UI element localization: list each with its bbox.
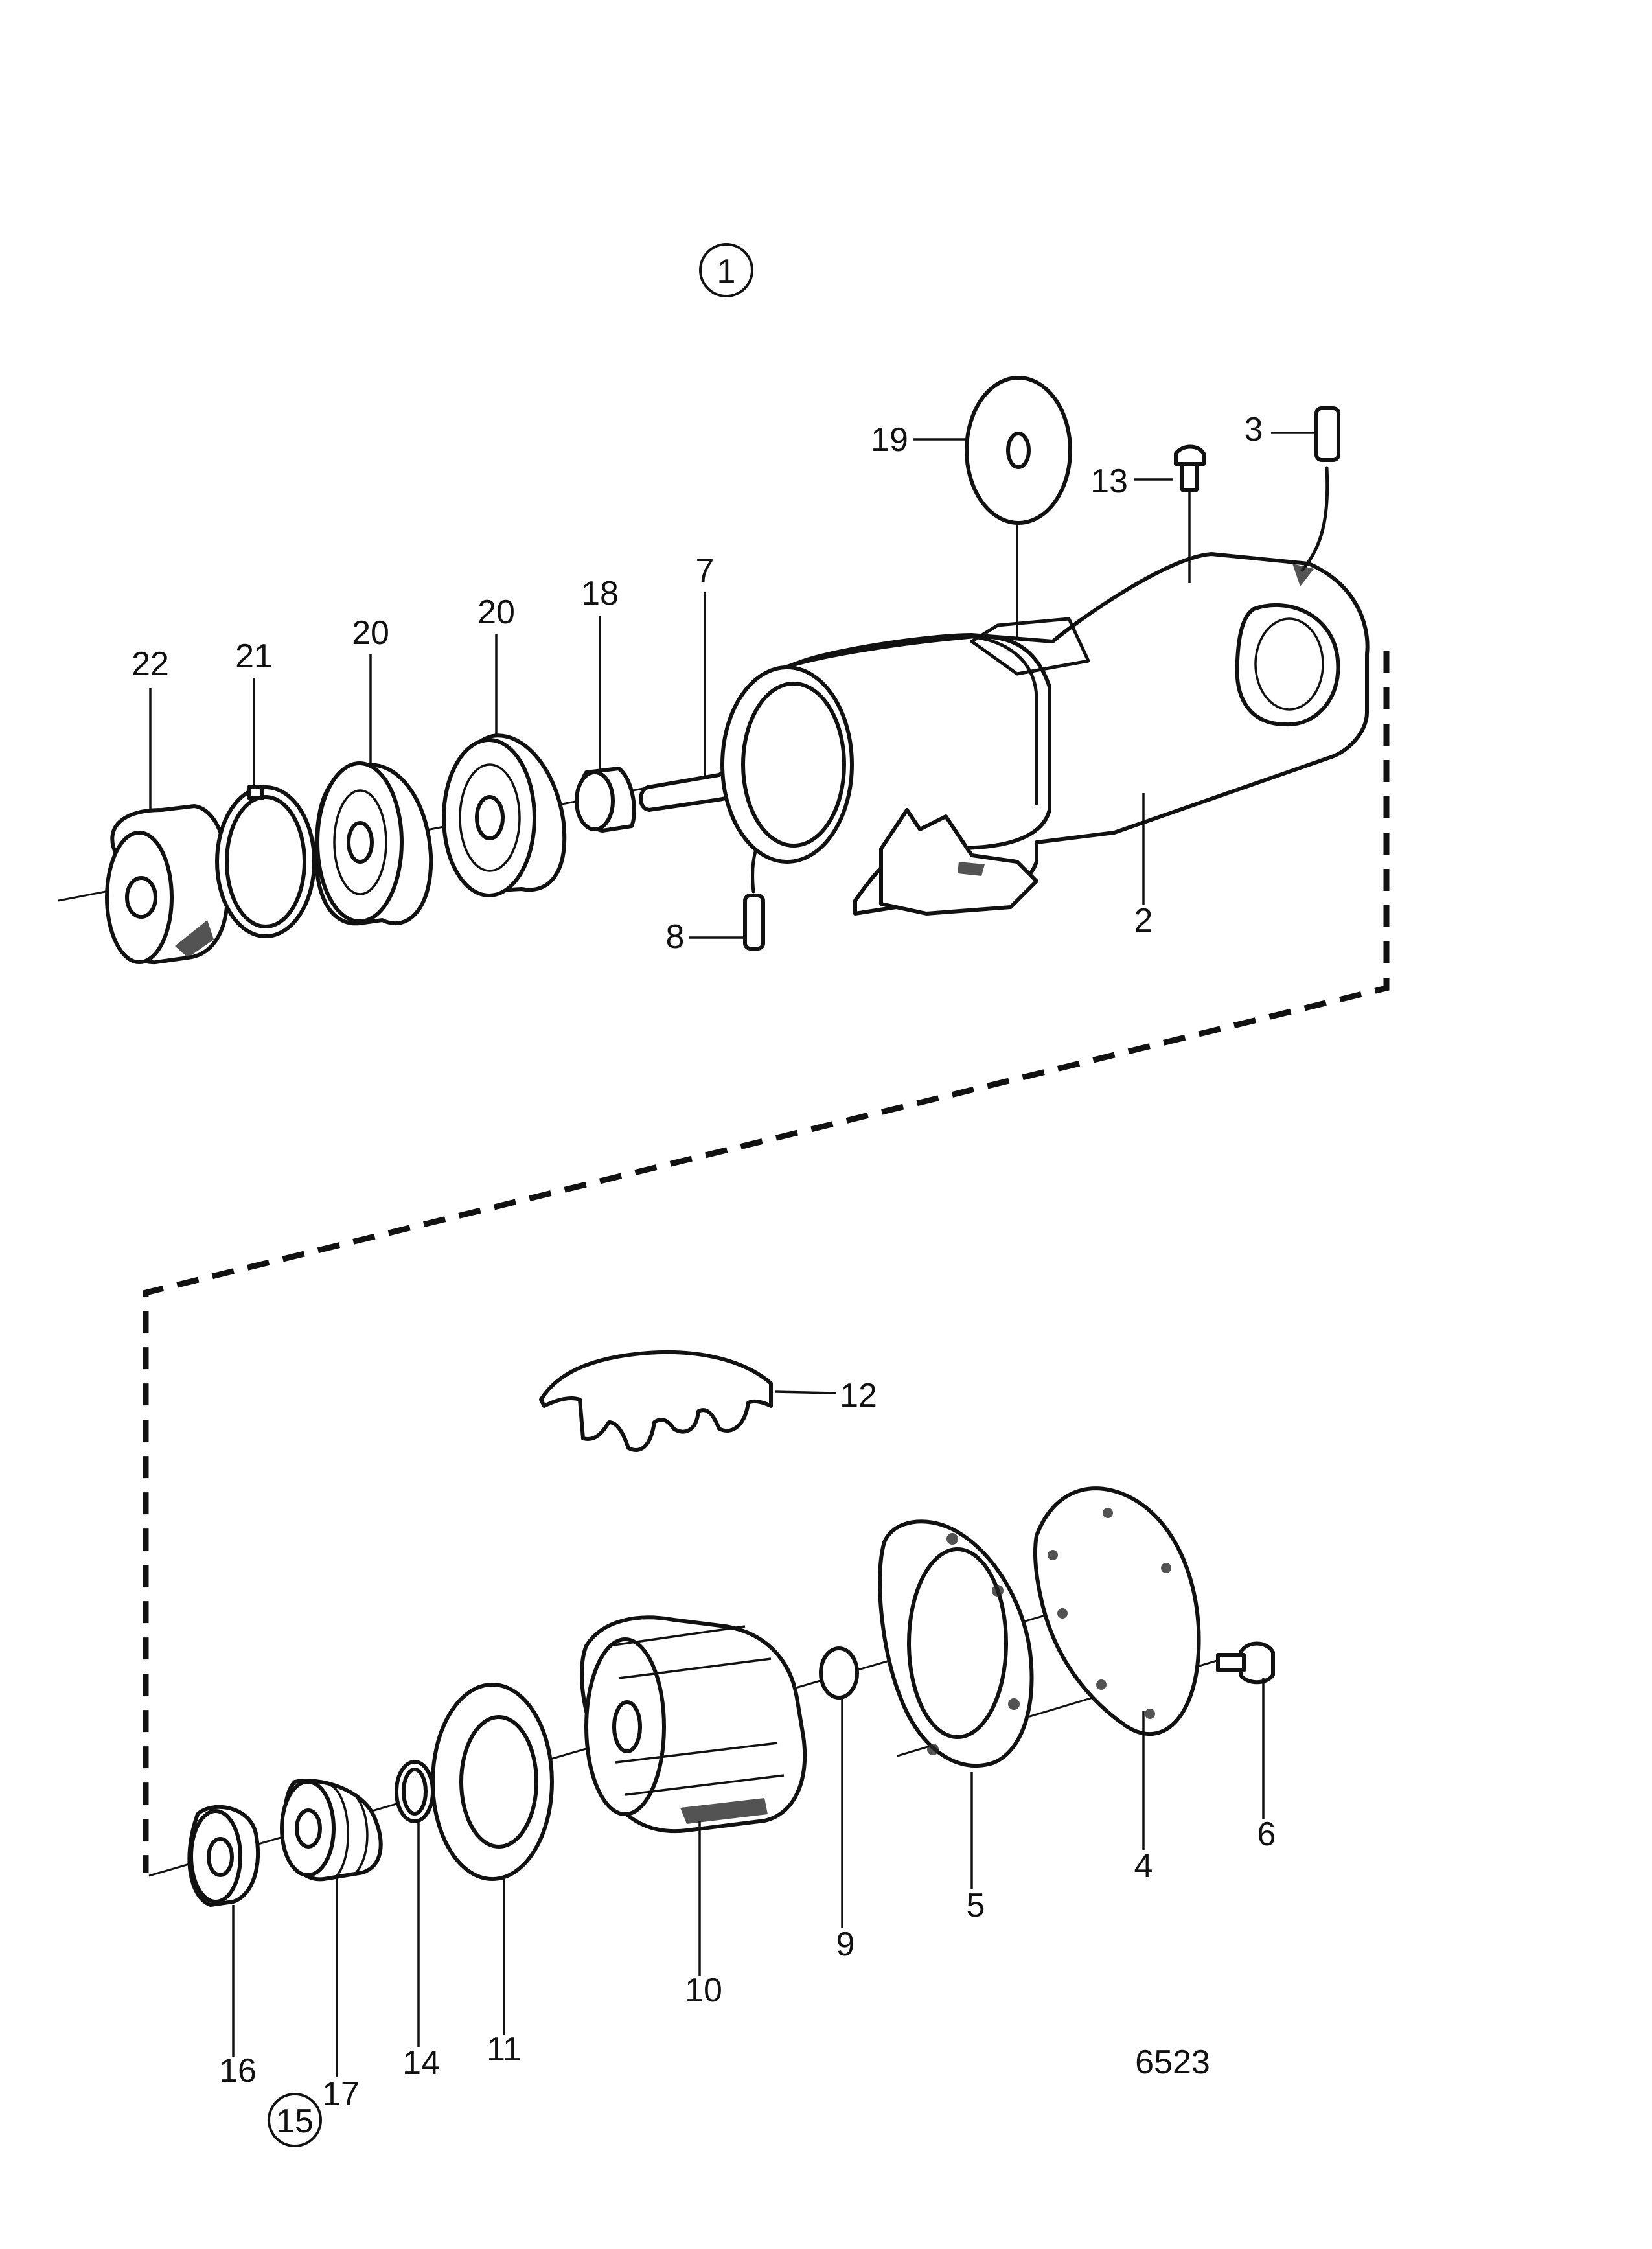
label-8: 8 [666, 918, 685, 956]
part-14-circlip [395, 1760, 435, 1823]
part-5-gasket [878, 1519, 1034, 1768]
label-20a: 20 [352, 614, 389, 652]
label-4: 4 [1134, 1847, 1153, 1885]
part-11-wear-plate [431, 1683, 554, 1881]
label-20b: 20 [477, 594, 515, 631]
label-7: 7 [696, 552, 715, 590]
group-marker-bottom: 15 [268, 2093, 322, 2147]
part-21-circlip [215, 785, 316, 938]
part-4-end-cover [1033, 1486, 1201, 1736]
label-14: 14 [402, 2044, 440, 2082]
part-10-impeller [580, 1615, 807, 1833]
group-marker-top: 1 [699, 243, 753, 297]
part-12-cam [539, 1350, 773, 1453]
group-bottom-label: 15 [276, 2103, 314, 2140]
label-3: 3 [1245, 411, 1263, 448]
label-11: 11 [487, 2031, 522, 2068]
part-2-pump-housing [720, 552, 1370, 916]
drawing-number: 6523 [1135, 2044, 1210, 2081]
label-18: 18 [581, 575, 619, 612]
label-2: 2 [1134, 902, 1153, 940]
label-12: 12 [840, 1377, 877, 1414]
label-5: 5 [967, 1887, 985, 1924]
label-22: 22 [132, 645, 169, 683]
group-top-label: 1 [717, 253, 736, 290]
part-13-screw [1174, 444, 1206, 492]
part-17-mechanical-seal [280, 1779, 383, 1882]
label-6: 6 [1257, 1816, 1276, 1853]
part-20-ball-bearing-a [314, 761, 433, 926]
part-20-ball-bearing-b [442, 733, 567, 897]
label-16: 16 [219, 2052, 257, 2090]
part-22-bearing-cap [105, 804, 231, 965]
dashed-assembly-line [143, 651, 1390, 1873]
part-3-pin [1314, 406, 1340, 462]
label-13: 13 [1090, 463, 1128, 500]
label-9: 9 [836, 1926, 855, 1963]
part-19-washer [965, 376, 1072, 525]
leader-12 [774, 1390, 836, 1394]
part-18-bushing [575, 767, 636, 833]
part-16-seal-ring [187, 1805, 260, 1907]
arrow-3 [1300, 466, 1329, 572]
label-17: 17 [322, 2075, 360, 2113]
part-6-screw [1216, 1641, 1275, 1685]
part-9-o-ring [819, 1646, 859, 1700]
part-8-pin [743, 894, 765, 951]
label-10: 10 [685, 1972, 722, 2009]
label-19: 19 [871, 421, 908, 459]
label-21: 21 [235, 638, 273, 675]
